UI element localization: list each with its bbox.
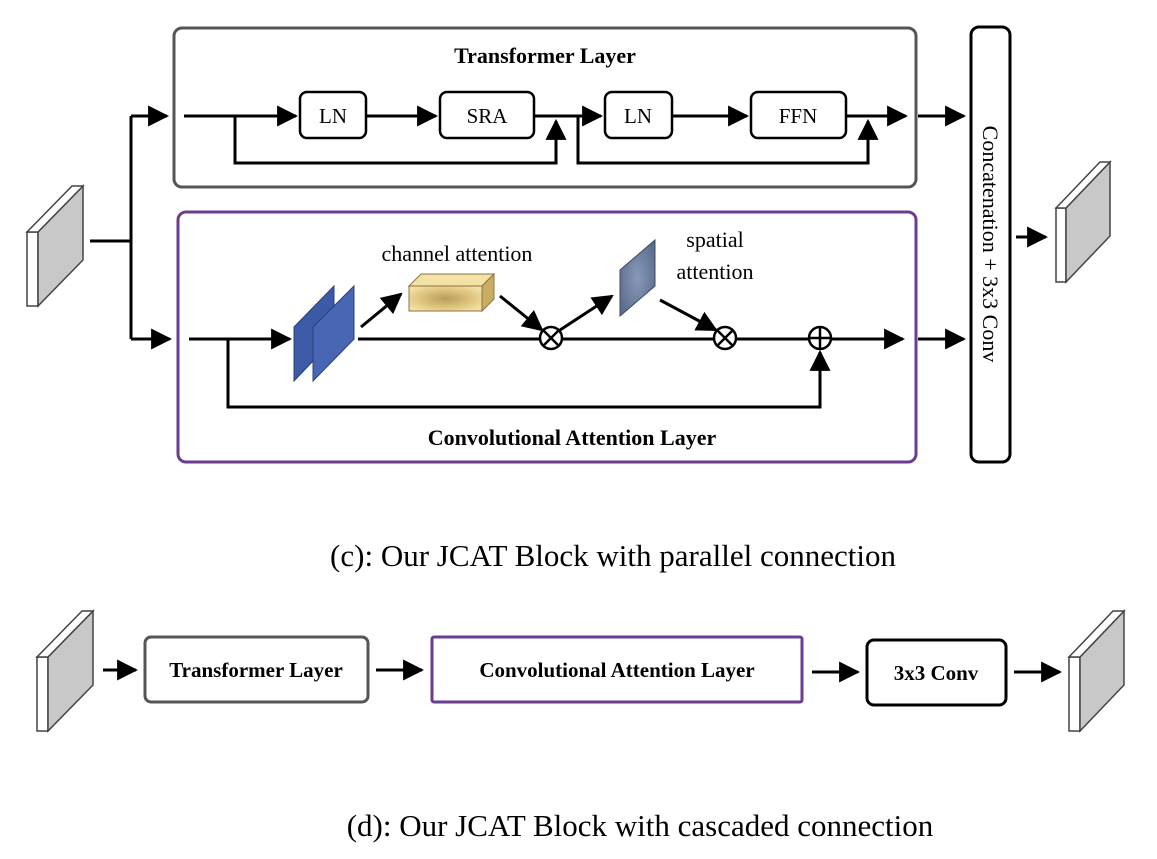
input-feature-map bbox=[25, 184, 85, 308]
cascaded-transformer-box: Transformer Layer bbox=[143, 635, 370, 704]
ln1-label: LN bbox=[319, 104, 347, 128]
caption-cascaded: (d): Our JCAT Block with cascaded connec… bbox=[347, 808, 934, 843]
caption-parallel: (c): Our JCAT Block with parallel connec… bbox=[330, 538, 896, 573]
cascaded-transformer-label: Transformer Layer bbox=[169, 658, 343, 682]
sra-label: SRA bbox=[467, 104, 509, 128]
ln1-box: LN bbox=[298, 90, 368, 140]
input-split-arrows bbox=[90, 105, 173, 350]
sra-box: SRA bbox=[438, 90, 536, 140]
cascaded-conv-attention-box: Convolutional Attention Layer bbox=[430, 635, 804, 704]
transformer-layer-title: Transformer Layer bbox=[454, 43, 636, 68]
concat-conv-box bbox=[969, 25, 1012, 464]
concat-conv-label: Concatenation + 3x3 Conv bbox=[978, 126, 1003, 363]
transformer-layer-box bbox=[172, 26, 918, 189]
conv-attention-flow-lines bbox=[189, 292, 906, 409]
transformer-flow-lines bbox=[184, 105, 909, 165]
conv-attention-layer-title: Convolutional Attention Layer bbox=[428, 425, 717, 450]
conv-feature-maps bbox=[293, 284, 355, 383]
cascaded-conv-attention-label: Convolutional Attention Layer bbox=[479, 658, 754, 682]
spatial-attention-label-line2: attention bbox=[677, 259, 754, 284]
channel-attention-cube bbox=[407, 272, 496, 313]
multiply-symbol-spatial bbox=[712, 325, 738, 351]
ln2-box: LN bbox=[603, 90, 674, 140]
to-concat-arrows bbox=[918, 105, 967, 350]
cascaded-conv-label: 3x3 Conv bbox=[894, 661, 979, 685]
cascaded-output-feature-map bbox=[1067, 609, 1126, 733]
multiply-symbol-channel bbox=[538, 325, 564, 351]
conv-attention-layer-box bbox=[176, 210, 918, 464]
spatial-attention-label-line1: spatial bbox=[686, 227, 743, 252]
add-symbol bbox=[807, 325, 833, 351]
channel-attention-label: channel attention bbox=[382, 241, 533, 266]
spatial-attention-map bbox=[619, 238, 656, 318]
output-feature-map bbox=[1054, 160, 1112, 284]
ffn-label: FFN bbox=[779, 104, 818, 128]
cascaded-input-feature-map bbox=[35, 609, 95, 733]
ffn-box: FFN bbox=[749, 90, 848, 140]
cascaded-arrows bbox=[103, 659, 1063, 683]
ln2-label: LN bbox=[624, 104, 652, 128]
cascaded-conv-box: 3x3 Conv bbox=[865, 638, 1008, 707]
